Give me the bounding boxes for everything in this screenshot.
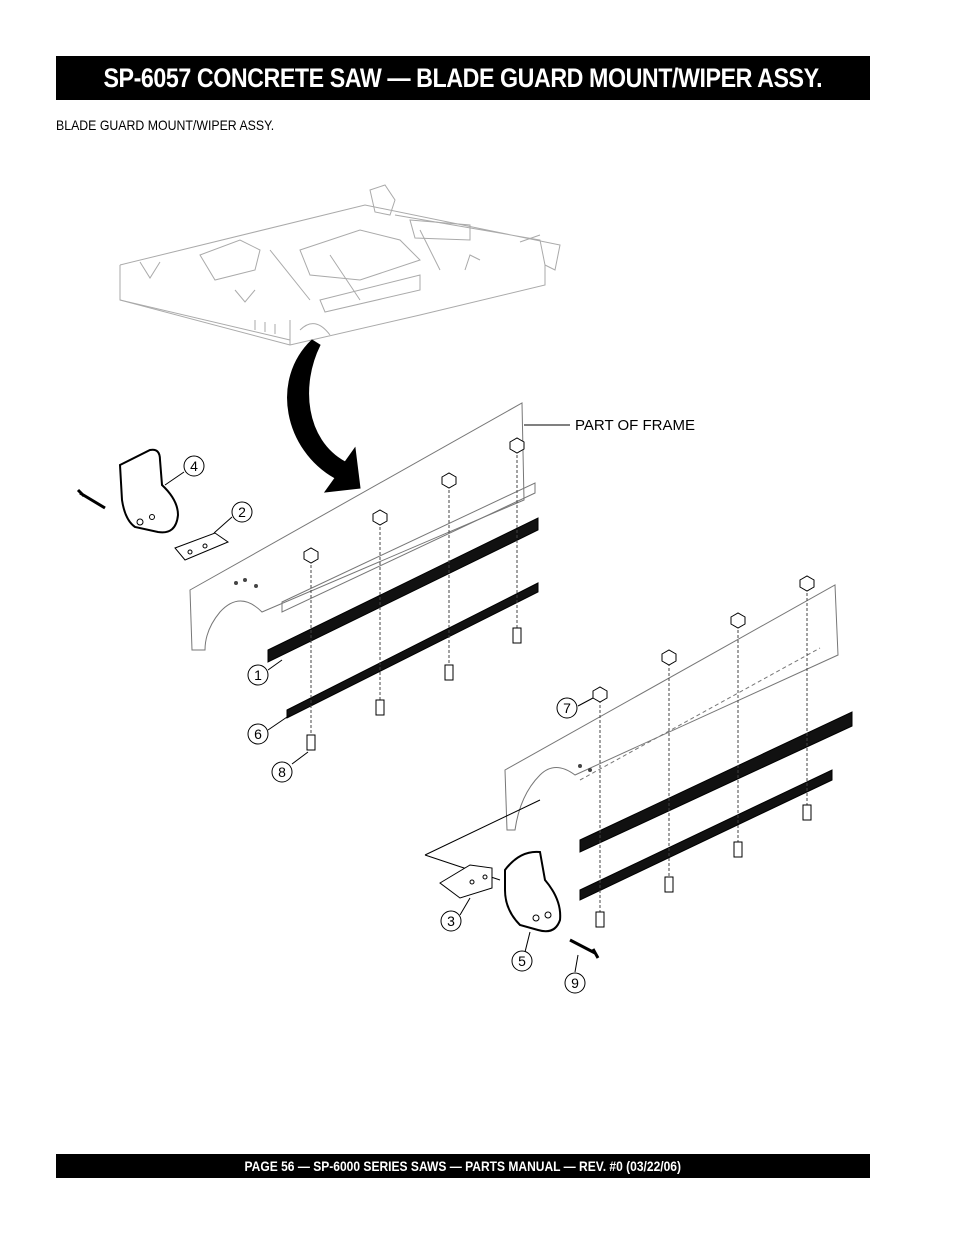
callout-circle-5 xyxy=(511,950,533,972)
page-footer-bar: PAGE 56 — SP-6000 SERIES SAWS — PARTS MA… xyxy=(56,1154,870,1178)
frame-side-panel-right xyxy=(504,584,839,831)
part-of-frame-label: PART OF FRAME xyxy=(575,417,695,434)
wiper-strip-part-1 xyxy=(267,517,539,663)
callout-label-2: 2 xyxy=(238,504,246,520)
callout-circle-1 xyxy=(247,664,269,686)
blade-guard-bracket-part-4 xyxy=(118,448,180,534)
callout-label-7: 7 xyxy=(563,700,571,716)
callout-label-4: 4 xyxy=(190,458,198,474)
mount-plate-part-3 xyxy=(439,864,493,899)
callout-label-9: 9 xyxy=(571,975,579,991)
callout-label-5: 5 xyxy=(518,953,526,969)
section-heading: BLADE GUARD MOUNT/WIPER ASSY. xyxy=(56,117,275,133)
frame-side-panel-left xyxy=(189,402,525,651)
screw-left xyxy=(76,488,106,510)
page-footer-text: PAGE 56 — SP-6000 SERIES SAWS — PARTS MA… xyxy=(244,1158,682,1174)
callout-circle-3 xyxy=(440,910,462,932)
mount-plate-part-2 xyxy=(174,532,230,561)
callout-label-6: 6 xyxy=(254,726,262,742)
assembly-arrow xyxy=(287,339,361,493)
callout-label-3: 3 xyxy=(447,913,455,929)
wiper-strip-right-bottom xyxy=(579,769,833,901)
page-title: SP-6057 CONCRETE SAW — BLADE GUARD MOUNT… xyxy=(103,62,823,93)
callout-circle-6 xyxy=(247,723,269,745)
callout-circle-4 xyxy=(183,455,205,477)
page-title-bar: SP-6057 CONCRETE SAW — BLADE GUARD MOUNT… xyxy=(56,56,870,100)
callout-label-1: 1 xyxy=(254,667,262,683)
callout-circle-2 xyxy=(231,501,253,523)
callout-circle-9 xyxy=(564,972,586,994)
wiper-strip-right-top xyxy=(579,711,853,853)
callout-circle-7 xyxy=(556,697,578,719)
callout-label-8: 8 xyxy=(278,764,286,780)
callout-circle-8 xyxy=(271,761,293,783)
wiper-strip-part-6 xyxy=(286,582,539,719)
blade-guard-bracket-part-5 xyxy=(504,850,562,933)
saw-frame-illustration xyxy=(119,184,561,346)
screw-right xyxy=(569,938,600,959)
